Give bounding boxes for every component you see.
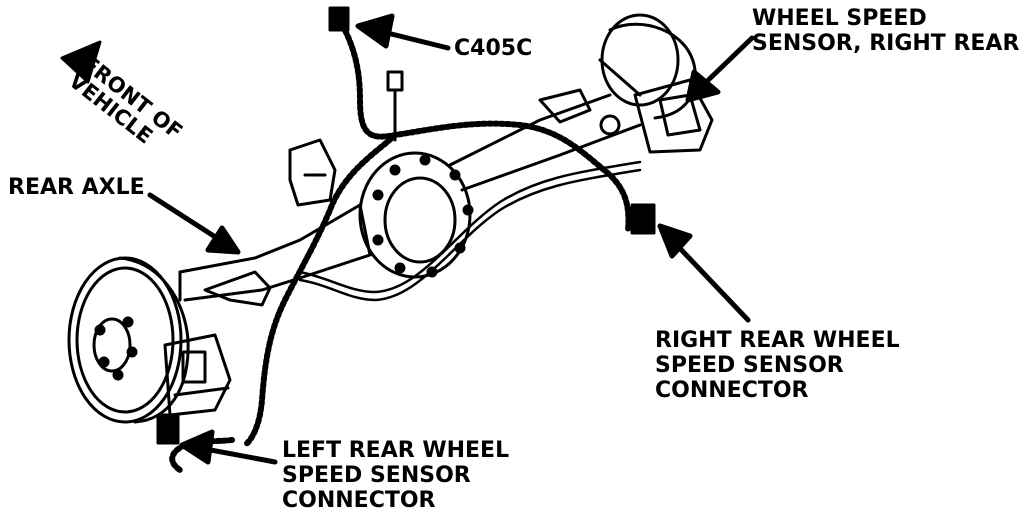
label-wss-right-rear-line-2: SENSOR, RIGHT REAR [752,31,1020,56]
arrow-rear-axle [147,192,241,255]
pinion-yoke [288,138,337,207]
c405c-connector [328,6,350,32]
left-rear-sensor-connector [156,413,180,445]
label-c405c: C405C [454,36,533,61]
right-rear-sensor-connector [630,203,656,235]
right-brake-rotor [598,13,697,120]
label-rr-connector-line-2: SPEED SENSOR [655,353,844,378]
label-rear-axle: REAR AXLE [8,175,145,200]
left-brake-rotor [67,256,190,424]
right-caliper [538,78,714,154]
front-direction-arrow [60,40,102,84]
arrow-c405c [355,13,451,51]
arrow-left-rear-connector [179,429,278,465]
wiring-harness [169,17,632,473]
label-lr-connector-line-3: CONNECTOR [282,488,436,513]
arrow-right-rear-connector [657,223,751,323]
axle-housing [178,93,642,307]
arrow-wheel-speed-sensor-right-rear [685,35,755,103]
label-rr-connector-line-3: CONNECTOR [655,378,809,403]
label-right-rear-connector: RIGHT REAR WHEEL SPEED SENSOR CONNECTOR [655,328,900,403]
left-caliper [163,333,232,417]
label-wheel-speed-sensor-right-rear: WHEEL SPEED SENSOR, RIGHT REAR [752,6,1019,56]
mounting-bolt [386,70,404,142]
label-lr-connector-line-2: SPEED SENSOR [282,463,471,488]
differential-cover [358,151,474,279]
label-wss-right-rear-line-1: WHEEL SPEED [752,6,927,31]
brake-lines [298,160,642,302]
label-left-rear-connector: LEFT REAR WHEEL SPEED SENSOR CONNECTOR [282,438,509,513]
label-lr-connector-line-1: LEFT REAR WHEEL [282,438,510,463]
label-rr-connector-line-1: RIGHT REAR WHEEL [655,328,900,353]
